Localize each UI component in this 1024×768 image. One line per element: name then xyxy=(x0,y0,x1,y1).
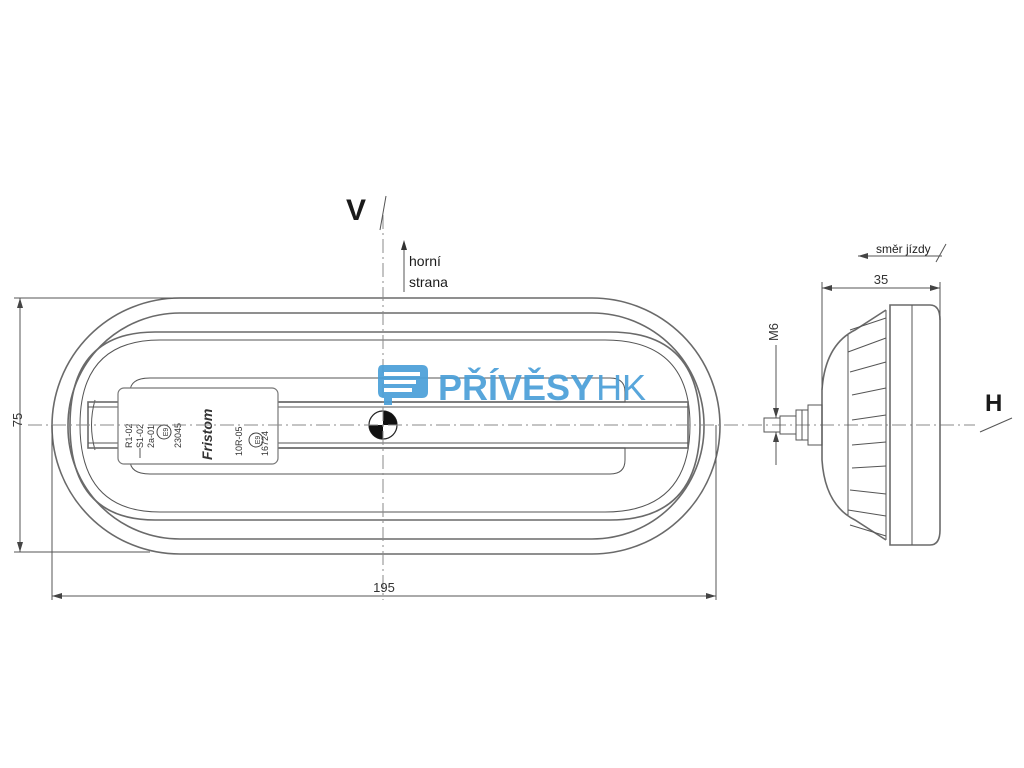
e-mark-left-circle xyxy=(156,424,172,440)
marking-right-number: 16724 xyxy=(260,431,270,456)
marking-r1: R1-02 xyxy=(124,423,134,448)
dimension-thread: M6 xyxy=(766,323,781,465)
width-dimension-value: 195 xyxy=(373,580,395,595)
vertical-axis-tick xyxy=(379,195,387,231)
side-cooling-fins xyxy=(847,317,887,537)
top-side-label-1: horní xyxy=(409,253,441,269)
height-dimension-value: 75 xyxy=(10,413,25,427)
marking-10r: 10R-05 xyxy=(234,426,244,456)
left-marking-group: R1-02 S1-02 2a-01 23045 xyxy=(124,423,183,448)
axis-h-label: H xyxy=(985,390,1002,417)
watermark-text-main: PŘÍVĚSY xyxy=(438,366,594,408)
lamp-lens-frame xyxy=(69,331,701,521)
e-mark-left: E9 xyxy=(163,428,170,437)
trailer-logo-icon xyxy=(378,365,428,405)
thread-dimension-value: M6 xyxy=(766,323,781,341)
e-mark-right-circle xyxy=(248,432,264,448)
travel-direction-indicator: směr jízdy xyxy=(858,242,947,263)
dimension-height: 75 xyxy=(10,297,220,553)
e-mark-right: E9 xyxy=(255,436,262,445)
side-view xyxy=(763,304,941,546)
dimension-depth: 35 xyxy=(821,272,941,390)
dimension-width: 195 xyxy=(51,425,717,600)
front-view: R1-02 S1-02 2a-01 23045 E9 Fristom 10R-0… xyxy=(51,297,721,555)
mounting-stud xyxy=(763,404,823,446)
lower-light-window xyxy=(129,447,626,475)
depth-dimension-value: 35 xyxy=(874,272,888,287)
right-marking-group: 10R-05 16724 xyxy=(234,426,270,456)
marking-2a: 2a-01 xyxy=(146,425,156,448)
watermark-text-suffix: HK xyxy=(596,367,646,408)
brand-logo-text: Fristom xyxy=(199,409,215,460)
travel-direction-label: směr jízdy xyxy=(876,242,931,256)
axis-v-label: V xyxy=(346,194,366,227)
upper-light-window xyxy=(129,377,626,403)
horizontal-axis-tick xyxy=(979,417,1013,433)
watermark-logo: PŘÍVĚSY HK xyxy=(378,365,646,408)
lamp-inner-contour xyxy=(67,312,705,540)
marking-left-number: 23045 xyxy=(173,423,183,448)
approval-marking-plate xyxy=(117,387,279,465)
top-side-label-2: strana xyxy=(409,274,448,290)
marking-s1: S1-02 xyxy=(135,424,145,448)
side-housing xyxy=(889,304,941,546)
